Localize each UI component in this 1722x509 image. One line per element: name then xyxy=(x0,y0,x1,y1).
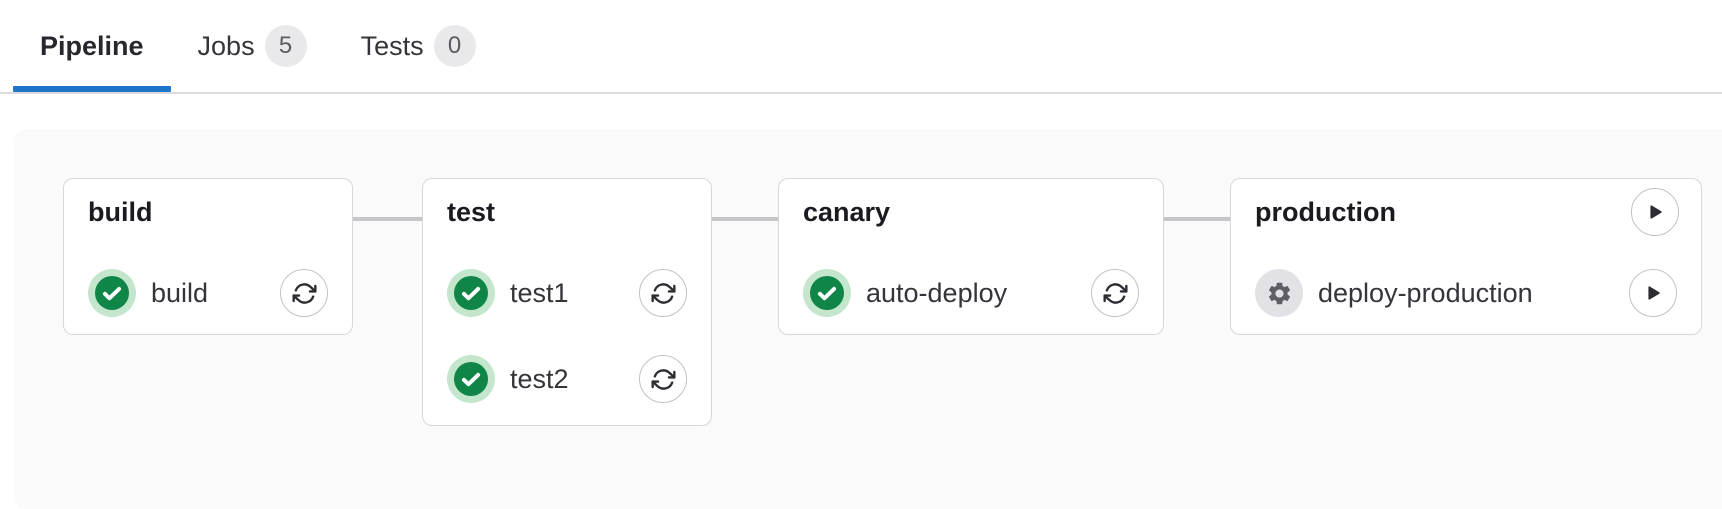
stage-card-build: build build xyxy=(63,178,353,335)
retry-job-button[interactable] xyxy=(1091,269,1139,317)
retry-job-button[interactable] xyxy=(639,269,687,317)
retry-icon xyxy=(650,281,676,306)
gear-icon xyxy=(1255,269,1303,317)
tab-pipeline-label: Pipeline xyxy=(40,30,144,61)
tests-count-badge: 0 xyxy=(433,25,476,67)
check-circle-icon xyxy=(447,269,495,317)
tab-pipeline[interactable]: Pipeline xyxy=(13,0,171,92)
retry-icon xyxy=(291,281,317,306)
job-name-link[interactable]: test1 xyxy=(510,277,569,308)
stage-card-production: production deploy-production xyxy=(1230,178,1702,335)
stage-card-test: test test1 test2 xyxy=(422,178,712,426)
job-row: build xyxy=(88,269,328,317)
retry-icon xyxy=(1102,281,1128,306)
job-name-link[interactable]: build xyxy=(151,277,209,308)
tab-jobs-label: Jobs xyxy=(197,30,255,61)
stage-title: test xyxy=(447,197,496,227)
job-name-link[interactable]: deploy-production xyxy=(1318,277,1533,308)
jobs-count-badge: 5 xyxy=(264,25,307,67)
retry-icon xyxy=(650,367,676,392)
stage-connector xyxy=(1164,217,1230,221)
job-row: test1 xyxy=(447,269,687,317)
check-circle-icon xyxy=(803,269,851,317)
stage-connector xyxy=(712,217,778,221)
retry-job-button[interactable] xyxy=(280,269,328,317)
pipeline-graph: build build test test1 xyxy=(14,129,1722,509)
stage-title: build xyxy=(88,197,153,227)
check-circle-icon xyxy=(447,355,495,403)
tab-bar: Pipeline Jobs 5 Tests 0 xyxy=(0,0,1722,94)
stage-title: production xyxy=(1255,197,1396,227)
stage-card-canary: canary auto-deploy xyxy=(778,178,1164,335)
play-icon xyxy=(1645,202,1665,222)
job-row: auto-deploy xyxy=(803,269,1139,317)
tab-tests[interactable]: Tests 0 xyxy=(334,0,503,92)
retry-job-button[interactable] xyxy=(639,355,687,403)
tab-jobs[interactable]: Jobs 5 xyxy=(171,0,334,92)
play-icon xyxy=(1643,283,1663,303)
job-row: deploy-production xyxy=(1255,269,1677,317)
check-circle-icon xyxy=(88,269,136,317)
job-name-link[interactable]: auto-deploy xyxy=(866,277,1008,308)
play-job-button[interactable] xyxy=(1629,269,1677,317)
tab-tests-label: Tests xyxy=(360,30,424,61)
job-name-link[interactable]: test2 xyxy=(510,363,569,394)
job-row: test2 xyxy=(447,355,687,403)
stage-title: canary xyxy=(803,197,891,227)
play-stage-button[interactable] xyxy=(1631,188,1679,236)
stage-connector xyxy=(353,217,422,221)
